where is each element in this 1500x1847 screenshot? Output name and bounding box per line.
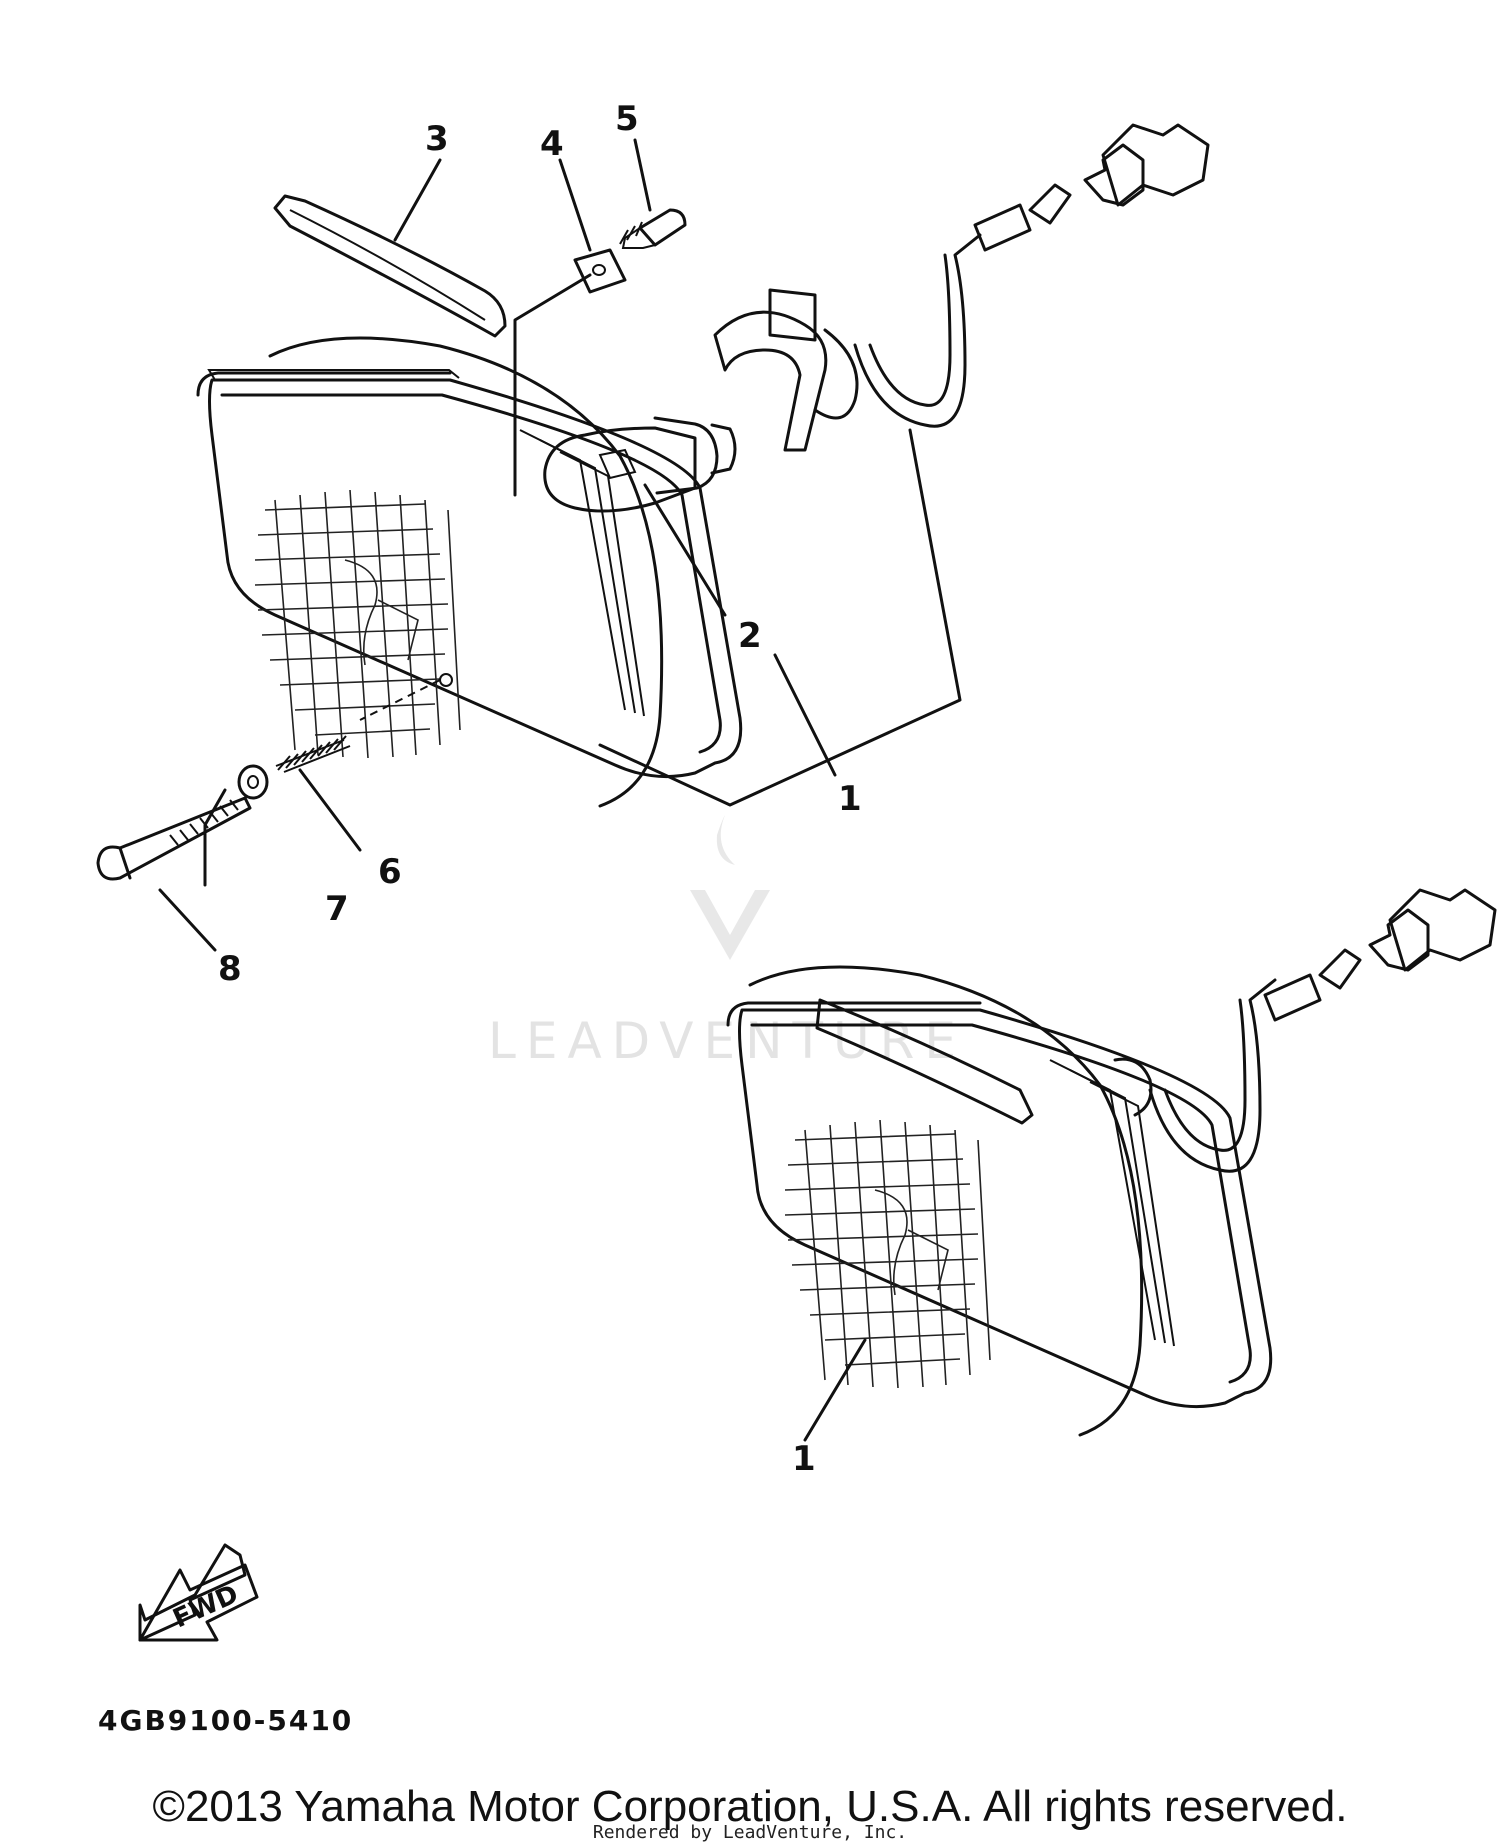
watermark-logo <box>690 815 770 960</box>
headlight-upper <box>96 123 1210 881</box>
lens-grille-lower <box>784 1119 991 1389</box>
copyright-notice: ©2013 Yamaha Motor Corporation, U.S.A. A… <box>152 1782 1348 1831</box>
screw <box>619 208 687 249</box>
callout-1-lower: 1 <box>792 1439 816 1479</box>
callout-4: 4 <box>540 124 564 164</box>
bulb <box>543 416 737 513</box>
nut <box>573 248 627 294</box>
fwd-label: FWD <box>169 1579 243 1634</box>
washer <box>237 764 269 800</box>
bolt <box>96 796 252 881</box>
watermark-text: LEADVENTURE <box>488 1012 966 1070</box>
callout-7: 7 <box>325 889 349 929</box>
trim-strip <box>273 194 507 338</box>
leader-lines <box>158 138 962 1442</box>
lens-grille-upper <box>254 489 461 759</box>
callout-2: 2 <box>738 616 762 656</box>
callout-8: 8 <box>218 949 242 989</box>
wiring-harness-lower <box>1148 888 1497 1173</box>
callout-6: 6 <box>378 852 402 892</box>
spring <box>275 735 351 773</box>
callout-5: 5 <box>615 99 639 139</box>
drawing-code: 4GB9100-5410 <box>98 1704 353 1737</box>
callout-3: 3 <box>425 119 449 159</box>
bulb-socket <box>713 288 859 452</box>
rendered-by-credit: Rendered by LeadVenture, Inc. <box>592 1822 908 1843</box>
wiring-harness-upper <box>853 123 1210 428</box>
forward-arrow: FWD <box>138 1543 259 1642</box>
callout-1: 1 <box>838 779 862 819</box>
headlight-lower <box>726 888 1497 1437</box>
